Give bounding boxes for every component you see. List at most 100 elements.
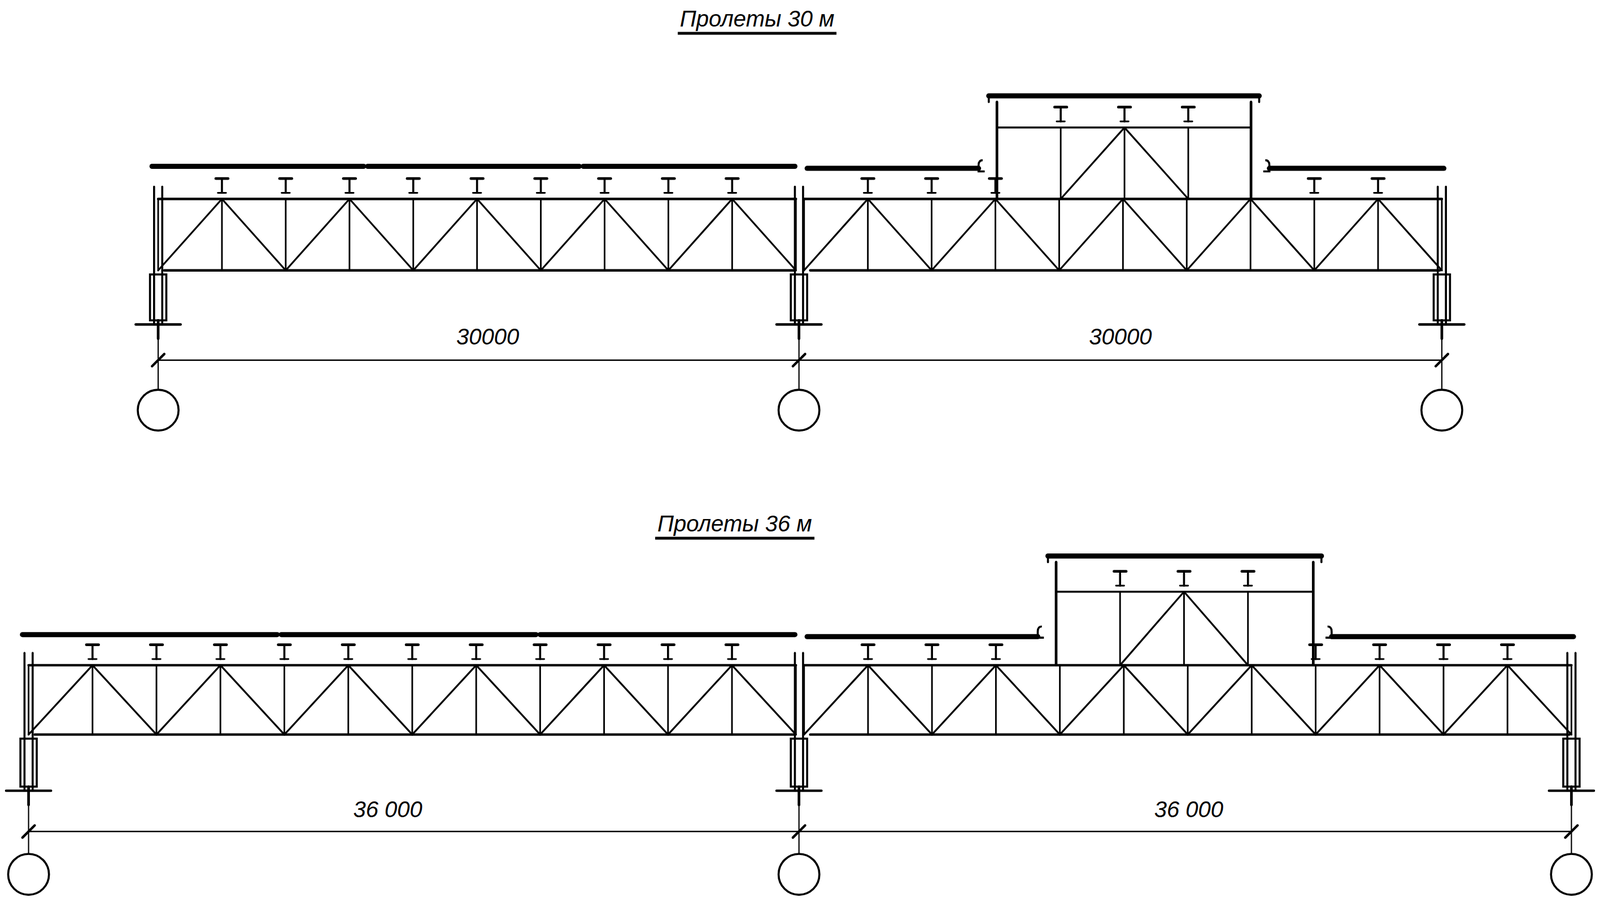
truss-vertical: [476, 198, 478, 270]
anchor: [797, 320, 801, 339]
purlin-symbol: [1313, 178, 1316, 193]
purlin-symbol: [727, 658, 736, 661]
truss-vertical: [1442, 665, 1445, 735]
roof-panel: [807, 166, 979, 172]
truss-diagonal: [220, 665, 285, 735]
truss-vertical: [219, 665, 222, 735]
lantern-wall: [1054, 561, 1058, 665]
purlin-symbol: [1247, 571, 1250, 586]
truss-vertical: [931, 665, 934, 735]
purlin-symbol: [1374, 192, 1382, 194]
truss-diagonal: [868, 665, 932, 735]
truss-vertical: [91, 665, 94, 735]
purlin-symbol: [1503, 658, 1512, 661]
truss-diagonal: [1315, 665, 1380, 735]
dimension-line: [28, 830, 1572, 833]
lantern-diagonal: [1060, 127, 1125, 199]
purlin-symbol: [409, 192, 418, 194]
truss-diagonal: [1186, 198, 1251, 270]
lantern-post: [1183, 591, 1185, 666]
column: [794, 186, 797, 325]
truss-vertical: [1570, 665, 1573, 735]
truss-diagonal: [477, 198, 542, 270]
truss-diagonal: [541, 198, 605, 270]
axis-line: [157, 338, 159, 390]
purlin-symbol: [599, 658, 608, 661]
lantern-post: [1119, 591, 1122, 666]
purlin-symbol: [1378, 644, 1381, 660]
purlin-symbol: [991, 192, 1000, 194]
truss-diagonal: [28, 665, 93, 735]
purlin-symbol: [927, 658, 936, 661]
truss-vertical: [1122, 198, 1124, 270]
truss-diagonal: [1443, 665, 1508, 735]
lantern-diagonal: [1124, 127, 1189, 199]
column: [31, 652, 34, 791]
lantern-diagonal: [1183, 591, 1248, 666]
truss-diagonal: [731, 198, 796, 270]
truss-vertical: [411, 665, 413, 735]
truss-diagonal: [1251, 665, 1316, 735]
column: [23, 652, 26, 791]
purlin-symbol: [347, 644, 350, 660]
purlin-symbol: [1179, 584, 1188, 587]
truss-diagonal: [158, 198, 222, 270]
section-title: Пролеты 36 м: [655, 511, 815, 540]
truss-vertical: [1313, 198, 1316, 270]
purlin-symbol: [1059, 107, 1062, 122]
truss-bottom-chord: [164, 269, 795, 272]
gutter: [978, 160, 985, 172]
truss-vertical: [667, 198, 670, 270]
gutter: [1037, 626, 1044, 638]
truss-diagonal: [1123, 665, 1188, 735]
purlin-symbol: [863, 192, 872, 194]
column-base-part: [1563, 738, 1580, 787]
purlin-symbol: [1243, 584, 1252, 587]
purlin-symbol: [664, 192, 673, 194]
truss-vertical: [348, 198, 351, 270]
truss-diagonal: [804, 198, 869, 270]
anchor: [27, 786, 30, 806]
truss-vertical: [412, 198, 414, 270]
purlin-symbol: [1115, 584, 1124, 587]
truss-vertical: [157, 198, 160, 270]
purlin-symbol: [991, 658, 1000, 661]
truss-vertical: [1441, 198, 1443, 270]
truss-vertical: [475, 665, 478, 735]
truss-diagonal: [476, 665, 540, 735]
purlin-symbol: [220, 178, 224, 193]
lantern-post: [1123, 127, 1126, 199]
purlin-symbol: [535, 658, 544, 661]
truss-vertical: [539, 198, 542, 270]
truss-vertical: [1186, 198, 1188, 270]
truss-vertical: [930, 198, 933, 270]
purlin-symbol: [219, 644, 222, 660]
truss-diagonal: [539, 665, 604, 735]
axis-marker: [7, 853, 49, 895]
dimension-label: 36 000: [1154, 796, 1224, 822]
lantern-roof: [988, 93, 1260, 99]
truss-diagonal: [668, 665, 732, 735]
truss-diagonal: [1060, 665, 1124, 735]
truss-diagonal: [868, 198, 932, 270]
purlin-symbol: [474, 644, 478, 660]
column: [160, 186, 164, 325]
truss-vertical: [1314, 665, 1317, 735]
purlin-symbol: [1376, 178, 1380, 193]
dimension-line: [158, 359, 1442, 361]
truss-diagonal: [1250, 198, 1315, 270]
truss-diagonal: [1378, 198, 1442, 270]
lantern-roof: [987, 96, 991, 103]
truss-diagonal: [92, 665, 157, 735]
roof-panel: [807, 634, 1038, 640]
purlin-symbol: [666, 644, 670, 660]
truss-bottom-chord: [34, 733, 794, 736]
purlin-symbol: [343, 658, 352, 661]
purlin-symbol: [1187, 107, 1190, 122]
lantern-roof: [1048, 553, 1322, 559]
purlin-symbol: [727, 192, 736, 194]
dimension-label: 30000: [456, 324, 520, 350]
truss-vertical: [867, 665, 870, 735]
purlin-symbol: [218, 192, 226, 194]
purlin-symbol: [411, 644, 414, 660]
